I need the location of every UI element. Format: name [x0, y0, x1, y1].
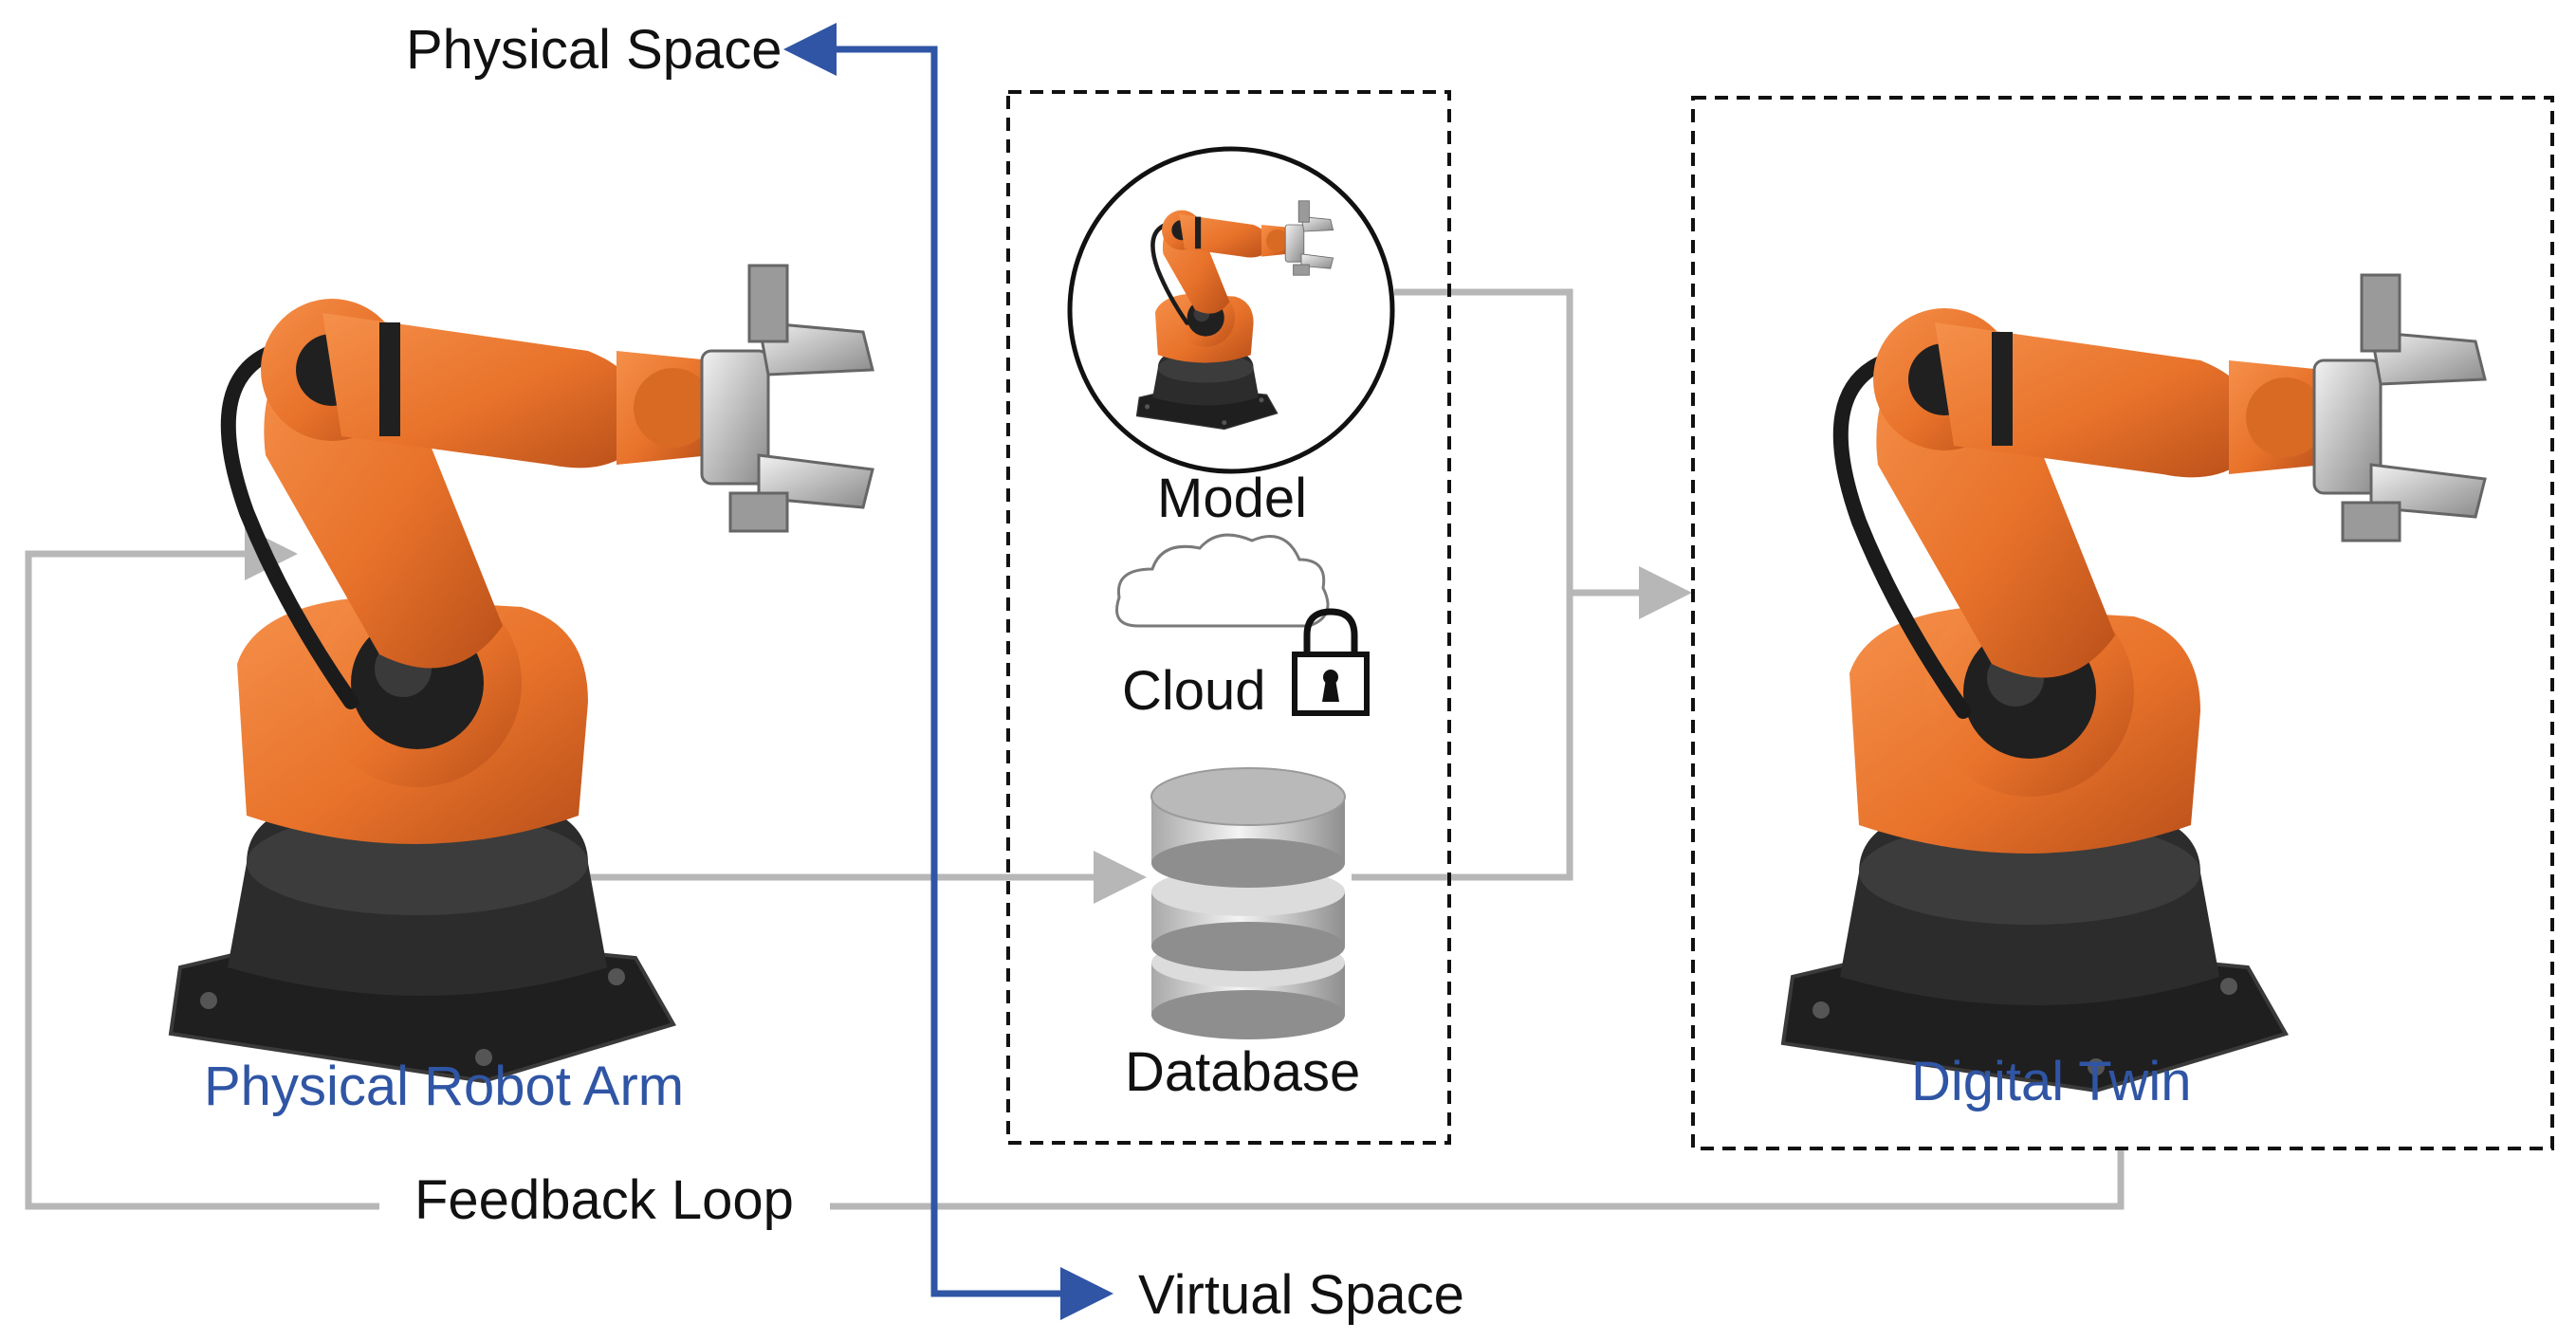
database-to-twin-line	[1352, 593, 1573, 881]
cloud-icon	[1115, 533, 1330, 628]
axis-to-physical-arrow	[783, 23, 938, 664]
axis-to-virtual-arrow	[930, 664, 1113, 1320]
cloud-label: Cloud	[1122, 660, 1266, 722]
model-label: Model	[1157, 468, 1307, 529]
robot-arm-icon	[171, 266, 873, 1081]
database-label: Database	[1125, 1041, 1360, 1103]
digital-twin-caption: Digital Twin	[1911, 1051, 2192, 1112]
feedback-left-line	[25, 527, 379, 1210]
physical-robot-arm-caption: Physical Robot Arm	[204, 1056, 684, 1117]
model-to-twin-line	[1394, 288, 1573, 593]
feedback-loop-label: Feedback Loop	[414, 1169, 794, 1231]
robot-arm-twin-icon	[1783, 275, 2485, 1091]
digital-twin-box	[1691, 96, 2554, 1150]
virtual-space-label: Virtual Space	[1138, 1264, 1464, 1326]
virtual-components-box	[1006, 90, 1451, 1145]
flow-lines	[25, 288, 2125, 1210]
lock-icon	[1292, 608, 1370, 716]
space-axis	[783, 23, 1113, 1320]
feedback-right-line	[830, 1148, 2125, 1210]
database-icon	[1150, 767, 1346, 1039]
physical-space-label: Physical Space	[406, 19, 782, 81]
